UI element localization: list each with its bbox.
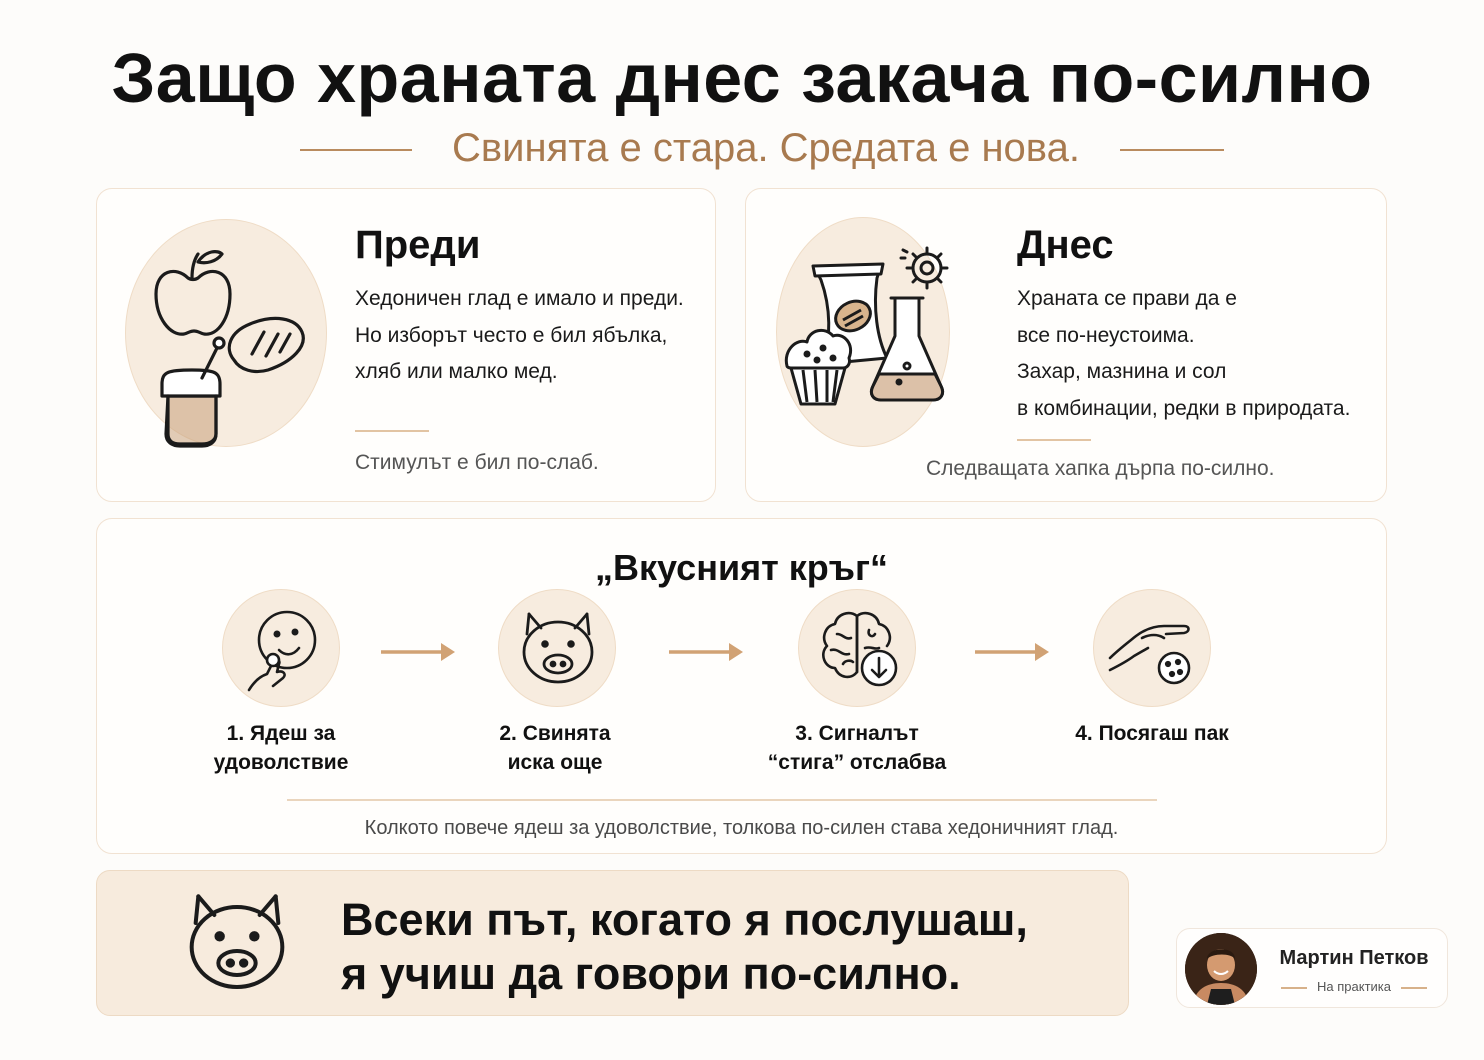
before-note: Стимулът е бил по-слаб. bbox=[355, 451, 599, 474]
today-heading: Днес bbox=[1017, 223, 1114, 267]
step-2-line2: иска още bbox=[507, 751, 603, 774]
avatar bbox=[1185, 933, 1257, 1005]
subtitle-divider-left bbox=[300, 149, 412, 151]
arrow-2-icon bbox=[669, 643, 743, 661]
subtitle-row: Свинята е стара. Средата е нова. bbox=[0, 124, 1484, 174]
subtitle-divider-right bbox=[1120, 149, 1224, 151]
before-illustration-svg bbox=[154, 250, 305, 448]
step-2-circle bbox=[498, 589, 616, 707]
flask-icon bbox=[869, 296, 945, 402]
honey-jar-icon bbox=[160, 336, 226, 448]
brain-down-arrow-icon bbox=[822, 611, 898, 687]
before-line: Но изборът често е бил ябълка, bbox=[355, 323, 668, 347]
step-3-circle bbox=[798, 589, 916, 707]
before-line: хляб или малко мед. bbox=[355, 360, 558, 383]
author-name: Мартин Петков bbox=[1279, 947, 1429, 969]
banner-text: Всеки път, когато я послушаш, я учиш да … bbox=[341, 893, 1028, 1001]
muffin-icon bbox=[784, 328, 852, 406]
step-3-label: 3. Сигналът “стига” отслабва bbox=[757, 719, 957, 777]
bread-icon bbox=[227, 316, 305, 374]
before-card: Преди Хедоничен глад е имало и преди. Но… bbox=[96, 188, 716, 502]
author-role-line-left bbox=[1281, 987, 1307, 989]
loop-title: „Вкусният кръг“ bbox=[595, 547, 888, 588]
today-line: Захар, мазнина и сол bbox=[1017, 360, 1227, 383]
step-4-label: 4. Посягаш пак bbox=[1052, 719, 1252, 748]
closing-banner: Всеки път, когато я послушаш, я учиш да … bbox=[96, 870, 1129, 1016]
step-4-circle bbox=[1093, 589, 1211, 707]
page-title: Защо храната днес закача по-силно bbox=[111, 39, 1373, 117]
step-4-line1: 4. Посягаш пак bbox=[1075, 722, 1229, 745]
today-divider bbox=[1017, 439, 1091, 441]
before-heading: Преди bbox=[355, 223, 481, 267]
today-illustration-svg bbox=[784, 246, 949, 406]
arrow-1-icon bbox=[381, 643, 455, 661]
before-illustration bbox=[125, 219, 327, 448]
loop-note: Колкото повече ядеш за удоволствие, толк… bbox=[364, 817, 1119, 839]
apple-icon bbox=[154, 250, 232, 336]
today-text: Храната се прави да е все по-неустоима. … bbox=[1017, 281, 1350, 427]
pig-icon bbox=[189, 894, 285, 989]
before-divider bbox=[355, 430, 429, 432]
arrow-3-icon bbox=[975, 643, 1049, 661]
step-1-circle bbox=[222, 589, 340, 707]
step-2-label: 2. Свинята иска още bbox=[455, 719, 655, 777]
today-line: все по-неустоима. bbox=[1017, 323, 1195, 347]
today-note: Следващата хапка дърпа по-силно. bbox=[926, 457, 1275, 480]
step-1-label: 1. Ядеш за удоволствие bbox=[181, 719, 381, 777]
step-3-line2: “стига” отслабва bbox=[767, 751, 947, 774]
loop-divider bbox=[287, 799, 1157, 801]
step-1-line2: удоволствие bbox=[213, 751, 349, 774]
author-role-line-right bbox=[1401, 987, 1427, 989]
pig-icon bbox=[522, 612, 594, 684]
author-card: Мартин Петков На практика bbox=[1176, 928, 1448, 1008]
before-text: Хедоничен глад е имало и преди. Но избор… bbox=[355, 281, 684, 391]
smiling-eating-face-icon bbox=[247, 610, 317, 692]
banner-line: я учиш да говори по-силно. bbox=[341, 948, 961, 999]
loop-card: „Вкусният кръг“ 1. Ядеш за удоволствие bbox=[96, 518, 1387, 854]
step-1-line1: 1. Ядеш за bbox=[226, 722, 336, 745]
hand-cookie-icon bbox=[1108, 624, 1191, 685]
gear-icon bbox=[899, 246, 949, 290]
step-2-line1: 2. Свинята bbox=[499, 722, 611, 745]
today-line: Храната се прави да е bbox=[1017, 287, 1237, 310]
step-3-line1: 3. Сигналът bbox=[795, 722, 919, 745]
author-role: На практика bbox=[1317, 979, 1391, 994]
banner-line: Всеки път, когато я послушаш, bbox=[341, 894, 1028, 945]
today-card: Днес Храната се прави да е все по-неусто… bbox=[745, 188, 1387, 502]
today-illustration bbox=[776, 217, 950, 447]
before-line: Хедоничен глад е имало и преди. bbox=[355, 287, 684, 310]
author-photo bbox=[1185, 933, 1257, 1005]
today-line: в комбинации, редки в природата. bbox=[1017, 396, 1351, 420]
page-subtitle: Свинята е стара. Средата е нова. bbox=[452, 126, 1080, 170]
